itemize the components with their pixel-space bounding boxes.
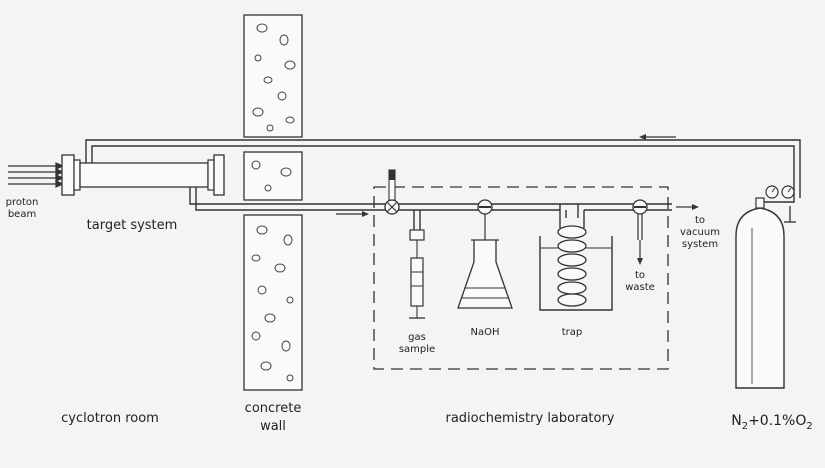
target-system xyxy=(61,154,225,196)
wall-segment-bottom xyxy=(243,214,303,391)
waste-stopcock xyxy=(632,199,648,240)
three-way-valve xyxy=(384,169,400,215)
label-to-waste-2: waste xyxy=(625,282,655,293)
gas-cylinder xyxy=(735,185,796,389)
label-radiochemistry-laboratory: radiochemistry laboratory xyxy=(445,411,614,426)
wall-segment-top xyxy=(243,14,303,138)
label-sample: sample xyxy=(399,344,435,355)
label-gas: gas xyxy=(408,332,426,343)
proton-beam-arrows xyxy=(8,162,65,188)
label-gas-mixture: N2+0.1%O2 xyxy=(731,413,813,432)
label-concrete: concrete xyxy=(245,401,302,416)
concrete-aggregate xyxy=(251,23,296,382)
label-trap: trap xyxy=(562,327,583,338)
label-to-vacuum-3: system xyxy=(682,239,718,250)
label-to-vacuum-1: to xyxy=(695,215,705,226)
naoh-absorber xyxy=(457,199,513,309)
label-to-waste-1: to xyxy=(635,270,645,281)
label-proton-beam-1: proton xyxy=(6,197,39,208)
cold-trap xyxy=(539,218,613,311)
label-proton-beam-2: beam xyxy=(8,209,36,220)
gas-sample-syringe xyxy=(409,210,425,319)
flow-arrows xyxy=(336,134,699,265)
concrete-wall xyxy=(243,14,303,391)
label-to-vacuum-2: vacuum xyxy=(680,227,720,238)
label-target-system: target system xyxy=(87,218,178,233)
label-wall: wall xyxy=(260,419,286,434)
labels: proton beam target system cyclotron room… xyxy=(6,197,813,434)
label-naoh: NaOH xyxy=(471,327,500,338)
label-cyclotron-room: cyclotron room xyxy=(61,411,159,426)
wall-segment-middle xyxy=(243,151,303,201)
laboratory-boundary xyxy=(373,186,669,370)
